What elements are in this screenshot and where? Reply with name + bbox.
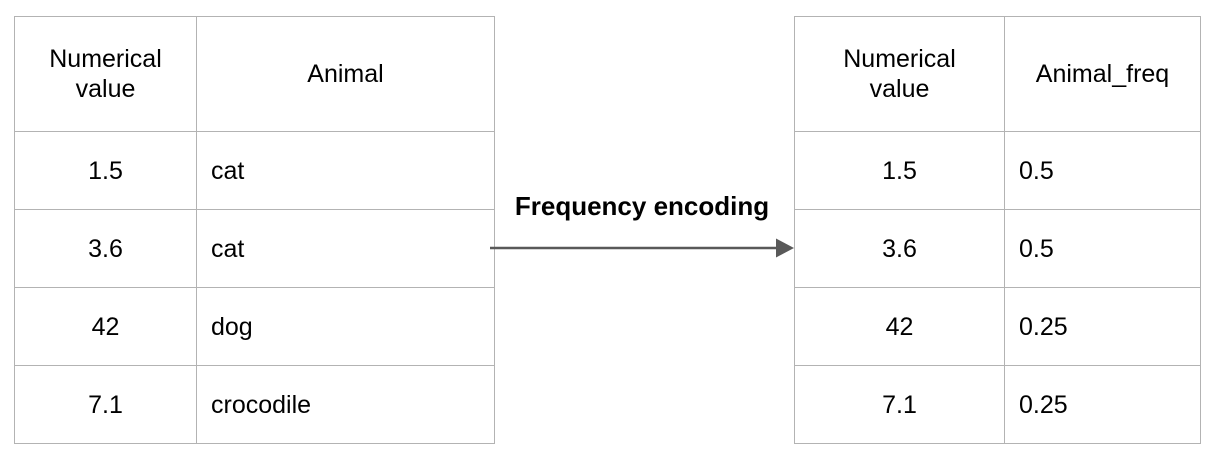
source-cell-animal: cat [196,131,495,210]
result-cell-animal-freq: 0.5 [1004,209,1201,288]
table-row: 7.1 crocodile [14,365,495,444]
source-cell-animal: dog [196,287,495,366]
table-header-row: Numerical value Animal [14,16,495,132]
result-cell-animal-freq: 0.25 [1004,287,1201,366]
source-cell-animal: cat [196,209,495,288]
table-row: 42 0.25 [794,287,1201,366]
source-header-numerical-value: Numerical value [14,16,197,132]
result-cell-numerical-value: 1.5 [794,131,1005,210]
table-row: 1.5 0.5 [794,131,1201,210]
result-header-numerical-value: Numerical value [794,16,1005,132]
source-header-animal: Animal [196,16,495,132]
result-cell-numerical-value: 3.6 [794,209,1005,288]
table-row: 42 dog [14,287,495,366]
result-header-animal-freq: Animal_freq [1004,16,1201,132]
source-cell-numerical-value: 7.1 [14,365,197,444]
result-table: Numerical value Animal_freq 1.5 0.5 3.6 … [794,16,1201,444]
result-cell-numerical-value: 42 [794,287,1005,366]
source-cell-animal: crocodile [196,365,495,444]
table-row: 7.1 0.25 [794,365,1201,444]
transform-arrow-icon [490,238,794,258]
table-row: 3.6 cat [14,209,495,288]
result-cell-animal-freq: 0.25 [1004,365,1201,444]
source-cell-numerical-value: 1.5 [14,131,197,210]
table-row: 3.6 0.5 [794,209,1201,288]
transform-label: Frequency encoding [514,191,770,221]
source-cell-numerical-value: 42 [14,287,197,366]
result-cell-animal-freq: 0.5 [1004,131,1201,210]
source-cell-numerical-value: 3.6 [14,209,197,288]
source-table: Numerical value Animal 1.5 cat 3.6 cat 4… [14,16,495,444]
table-header-row: Numerical value Animal_freq [794,16,1201,132]
result-cell-numerical-value: 7.1 [794,365,1005,444]
table-row: 1.5 cat [14,131,495,210]
